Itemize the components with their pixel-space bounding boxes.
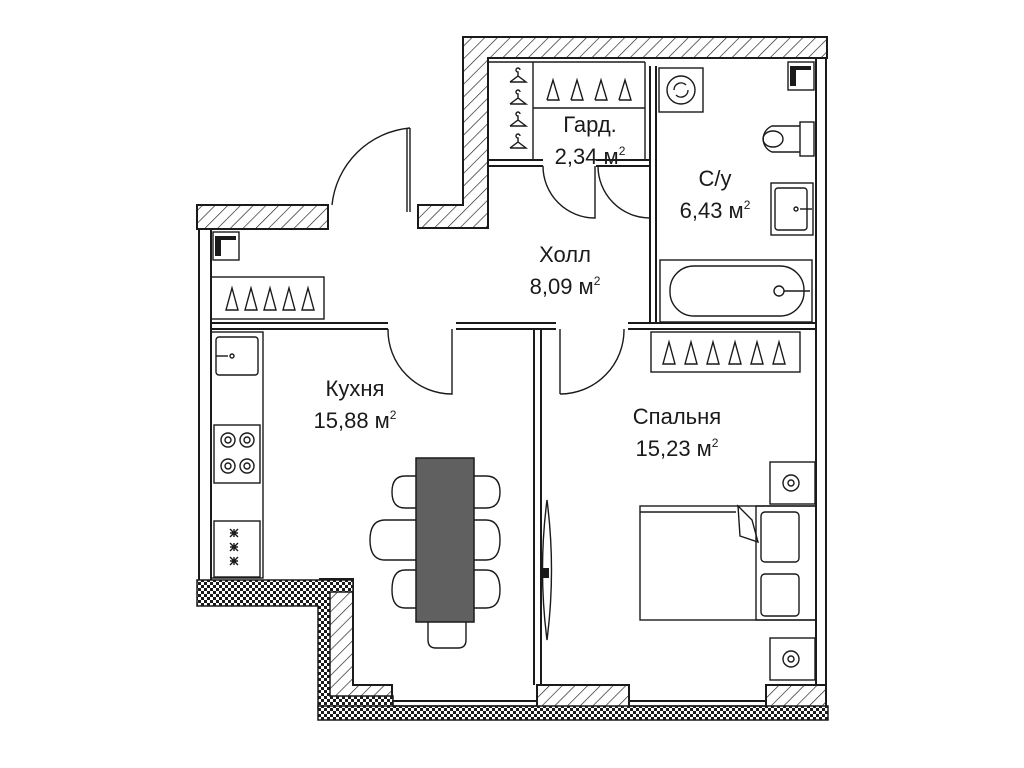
- nightstand-icon: [769, 461, 816, 681]
- bed-icon: [639, 504, 817, 621]
- tv-icon: [541, 499, 553, 641]
- vent-shaft-icon: [212, 61, 815, 261]
- room-name: Спальня: [632, 404, 722, 429]
- room-label-bathroom: С/у 6,43 м2: [660, 166, 770, 224]
- washing-machine-icon: [658, 67, 704, 113]
- dining-table-icon: [369, 457, 501, 649]
- toilet-icon: [762, 121, 815, 157]
- room-area: 15,23 м2: [635, 436, 719, 461]
- room-name: Кухня: [325, 376, 385, 401]
- room-label-wardrobe: Гард. 2,34 м2: [540, 112, 640, 170]
- door-swings: [331, 127, 651, 395]
- room-label-bedroom: Спальня 15,23 м2: [612, 404, 742, 462]
- walls: [196, 36, 828, 710]
- wardrobe-hangers-icon: [509, 67, 632, 149]
- sink-icon: [770, 182, 814, 236]
- bathtub-icon: [659, 259, 813, 323]
- room-name: Холл: [539, 242, 591, 267]
- exterior-insulation: [196, 579, 829, 721]
- partitions: [198, 58, 827, 707]
- room-area: 8,09 м2: [529, 274, 601, 299]
- room-name: Гард.: [563, 112, 617, 137]
- room-name: С/у: [698, 166, 732, 191]
- chair-icon: [369, 475, 501, 649]
- bedroom-wardrobe-icon: [650, 331, 801, 373]
- room-area: 15,88 м2: [313, 408, 397, 433]
- stove-icon: [213, 424, 261, 484]
- room-area: 2,34 м2: [554, 144, 626, 169]
- room-label-kitchen: Кухня 15,88 м2: [295, 376, 415, 434]
- fridge-icon: [213, 520, 261, 578]
- room-label-hall: Холл 8,09 м2: [510, 242, 620, 300]
- kitchen-counter: [210, 331, 264, 579]
- hall-wardrobe-icon: [210, 276, 325, 320]
- room-area: 6,43 м2: [679, 198, 751, 223]
